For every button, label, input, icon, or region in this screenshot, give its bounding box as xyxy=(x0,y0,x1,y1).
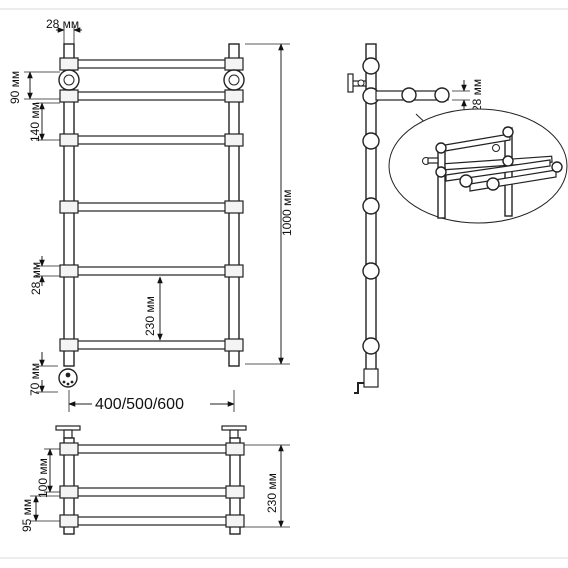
dim-shelf-height: 230 мм xyxy=(265,473,279,513)
side-bottom-valve xyxy=(363,368,379,388)
side-dimension: 28 мм xyxy=(452,79,484,112)
front-dimensions: 28 мм 90 мм 140 мм 28 мм 230 мм 1000 мм … xyxy=(8,17,294,413)
dim-bottom-offset: 70 мм xyxy=(28,363,42,396)
dim-bar-diameter: 28 мм xyxy=(29,262,43,295)
front-view xyxy=(58,43,245,388)
dim-width: 400/500/600 xyxy=(95,396,184,413)
dim-shelf-spacing: 100 мм xyxy=(36,458,50,498)
dim-top-pipe-diameter: 28 мм xyxy=(46,17,79,31)
side-view xyxy=(347,43,450,394)
shelf-mount-left xyxy=(55,425,81,431)
shelf-view xyxy=(55,425,247,535)
front-bar xyxy=(71,202,232,212)
dim-height: 1000 мм xyxy=(280,189,294,236)
front-bar xyxy=(71,340,232,350)
mount-flange-right xyxy=(223,69,245,91)
shelf-dimensions: 100 мм 95 мм 230 мм xyxy=(20,444,290,532)
dim-lower-spacing: 230 мм xyxy=(143,296,157,336)
front-joints xyxy=(59,57,244,352)
dim-side-bar-diameter: 28 мм xyxy=(470,79,484,112)
dim-shelf-offset: 95 мм xyxy=(20,499,34,532)
dim-top-gap: 90 мм xyxy=(8,71,22,104)
front-bar xyxy=(71,135,232,145)
detail-view xyxy=(388,108,568,224)
front-bar xyxy=(71,91,232,101)
mount-flange-left xyxy=(58,69,80,91)
front-bar xyxy=(71,266,232,276)
dim-bar-spacing: 140 мм xyxy=(28,102,42,142)
shelf-mount-right xyxy=(221,425,247,431)
front-bar xyxy=(71,59,232,69)
